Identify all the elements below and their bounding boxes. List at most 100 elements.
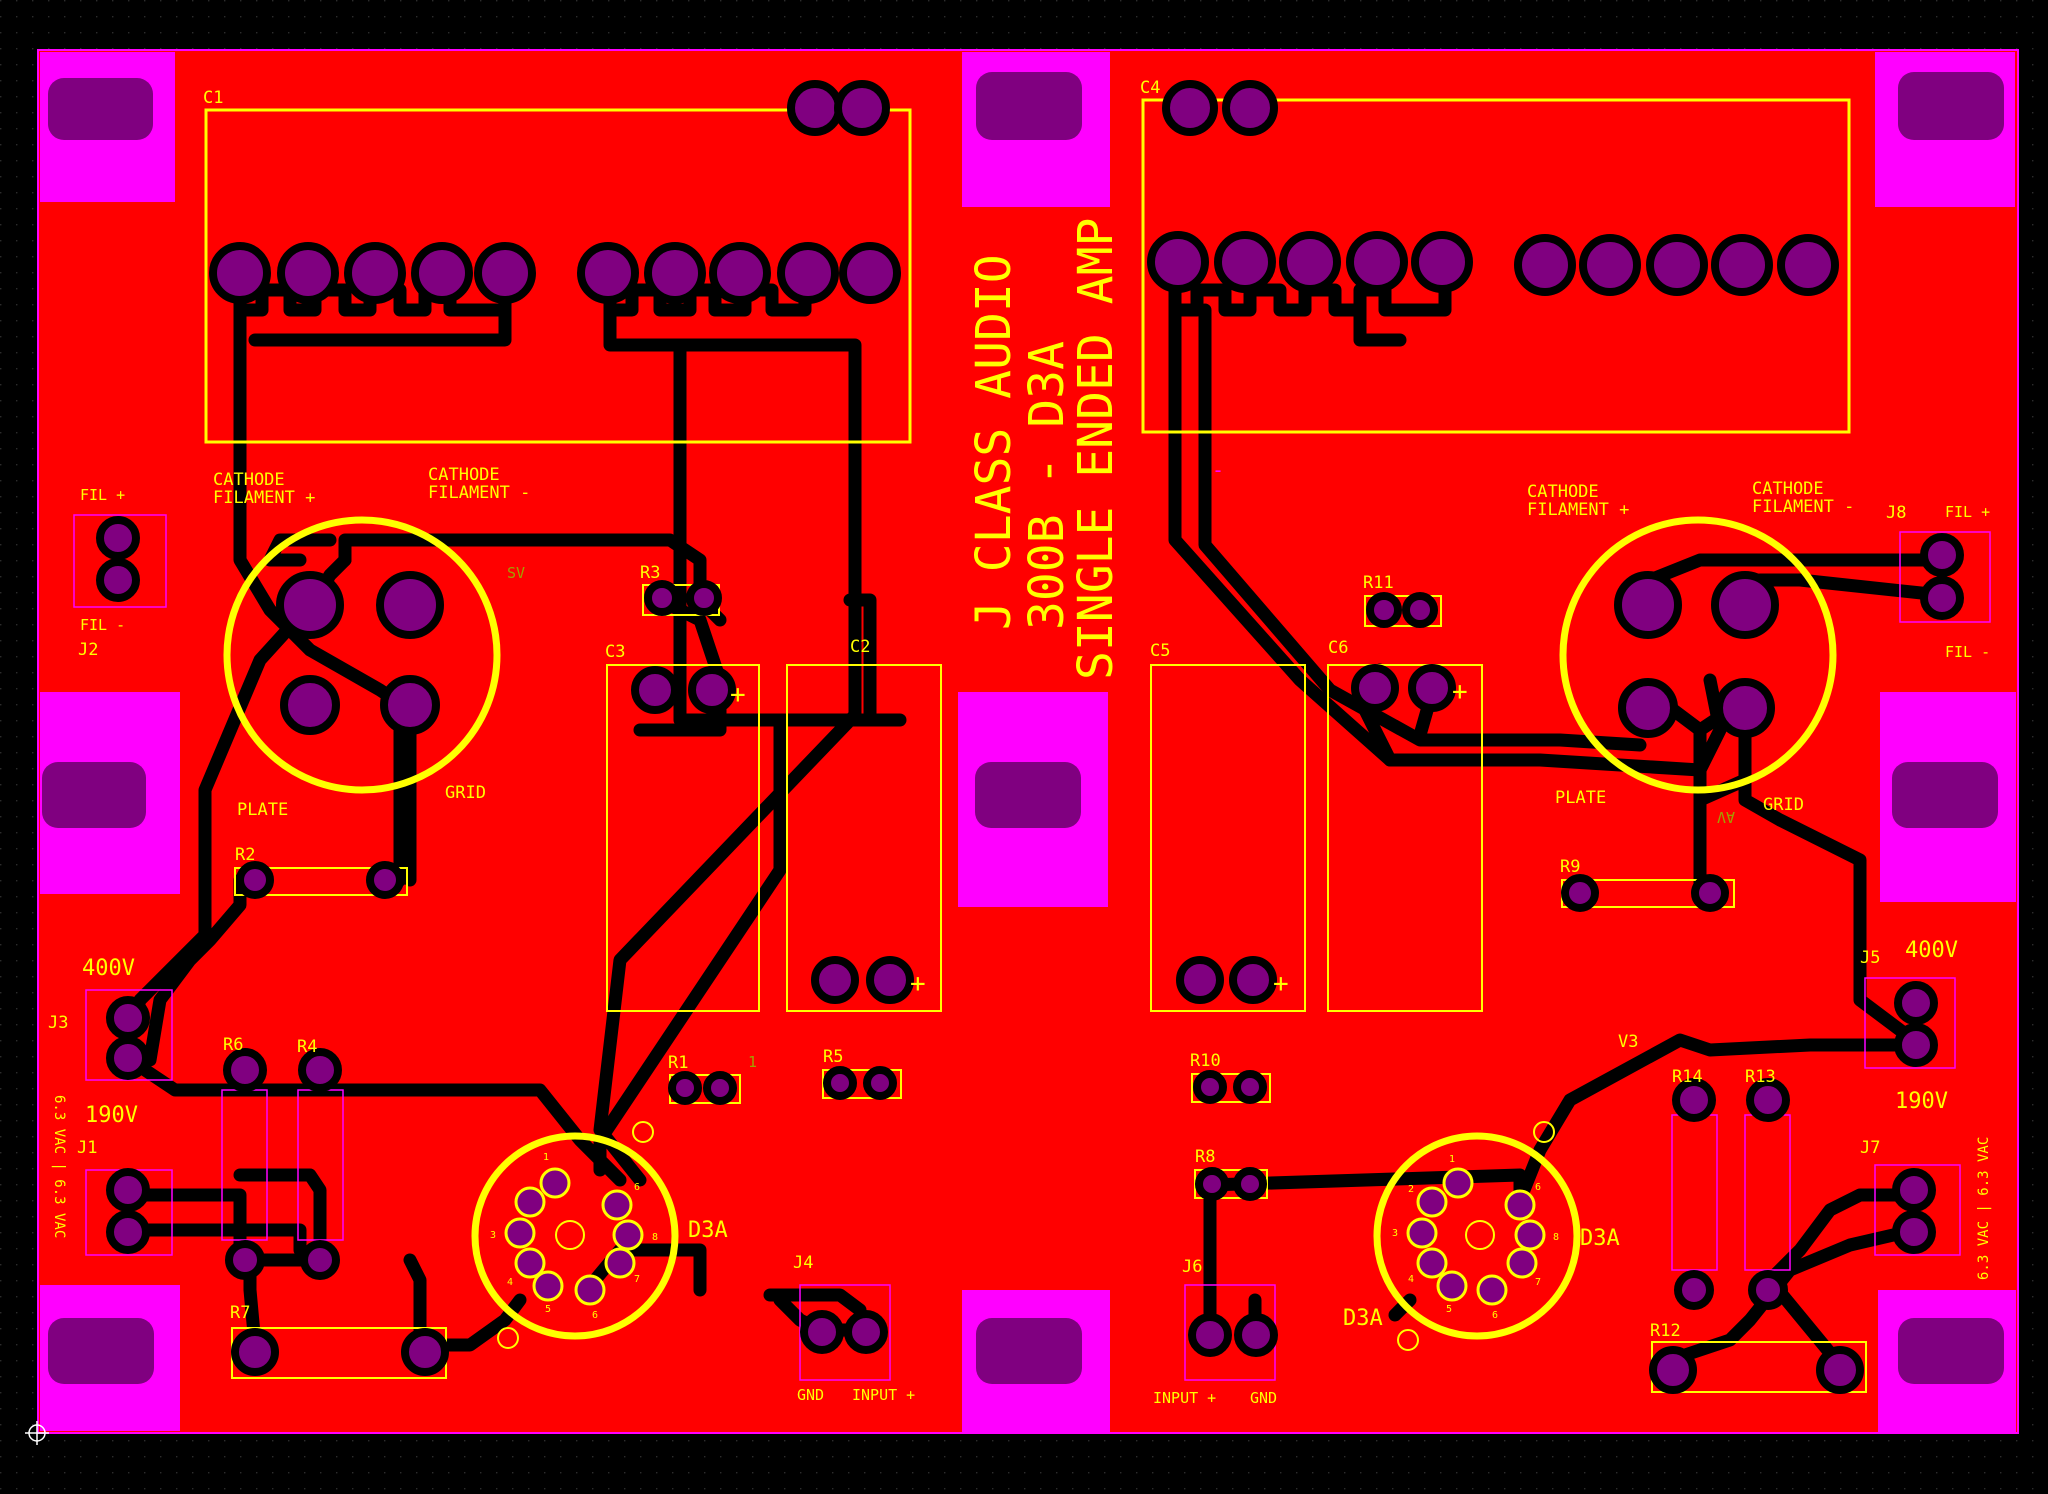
label-fil-minus-left: FIL - <box>80 616 125 634</box>
d3a-left-pin7: 7 <box>634 1274 640 1285</box>
label-fil-minus-right: FIL - <box>1945 643 1990 661</box>
label-r6: R6 <box>223 1035 243 1055</box>
label-vac-right: 6.3 VAC | 6.3 VAC <box>1976 1137 1992 1280</box>
tube-300b-left-outline <box>223 516 501 794</box>
label-input-plus-j4: INPUT + <box>852 1386 915 1404</box>
d3a-left-pin8: 8 <box>652 1232 658 1243</box>
label-cathode-filament-plus-r-l1: CATHODE <box>1527 482 1599 502</box>
label-c2: C2 <box>850 637 870 657</box>
label-cathode-filament-minus-r-l2: FILAMENT - <box>1752 497 1854 517</box>
label-r11: R11 <box>1363 573 1394 593</box>
label-gnd-j6: GND <box>1250 1389 1277 1407</box>
label-j8: J8 <box>1886 503 1906 523</box>
d3a-left-pin9: 6 <box>634 1182 640 1193</box>
title-line-2: 300B - D3A <box>1019 341 1075 630</box>
label-d3a-right-1: D3A <box>1580 1226 1620 1251</box>
tube-d3a-right-outline <box>1373 1132 1581 1340</box>
label-d3a-right-2: D3A <box>1343 1306 1383 1331</box>
label-400v-right: 400V <box>1905 938 1958 963</box>
d3a-left-pin5: 5 <box>545 1304 551 1315</box>
label-r13: R13 <box>1745 1067 1776 1087</box>
r10-outline <box>1191 1073 1271 1103</box>
d3a-right-pin5: 5 <box>1446 1304 1452 1315</box>
label-j1: J1 <box>77 1138 97 1158</box>
r5-outline <box>822 1069 902 1099</box>
label-plate-left: PLATE <box>237 800 288 820</box>
c6-outline <box>1327 664 1483 1012</box>
c5-outline <box>1150 664 1306 1012</box>
title-line-1: J CLASS AUDIO <box>966 254 1022 630</box>
label-j6: J6 <box>1182 1257 1202 1277</box>
label-cathode-filament-plus-r-l2: FILAMENT + <box>1527 500 1629 520</box>
label-v3: V3 <box>1618 1032 1638 1052</box>
label-r7: R7 <box>230 1303 250 1323</box>
mount-pad-holes <box>42 72 2004 1384</box>
label-gnd-j4: GND <box>797 1386 824 1404</box>
c1-outline <box>204 108 912 444</box>
polarity-c3: + <box>730 680 746 710</box>
label-grid-right: GRID <box>1763 795 1804 815</box>
d3a-right-pin1: 1 <box>1449 1154 1455 1165</box>
label-d3a-left: D3A <box>688 1218 728 1243</box>
label-c1: C1 <box>203 88 223 108</box>
label-vac-left: 6.3 VAC | 6.3 VAC <box>51 1095 67 1238</box>
label-cathode-filament-minus-l2: FILAMENT - <box>428 483 530 503</box>
label-grid-left: GRID <box>445 783 486 803</box>
c4-outline <box>1141 98 1851 434</box>
tube-d3a-left-outline <box>471 1132 679 1340</box>
label-r5: R5 <box>823 1047 843 1067</box>
label-r4: R4 <box>297 1037 317 1057</box>
label-plate-right: PLATE <box>1555 788 1606 808</box>
label-cathode-filament-plus-l1: CATHODE <box>213 470 285 490</box>
polarity-c5: + <box>1273 969 1289 999</box>
silkscreen-outlines <box>204 98 1867 1393</box>
d3a-right-pin9: 6 <box>1535 1182 1541 1193</box>
title-line-3: SINGLE ENDED AMP <box>1068 218 1124 680</box>
label-r2: R2 <box>235 845 255 865</box>
label-c4: C4 <box>1140 78 1160 98</box>
label-r12: R12 <box>1650 1321 1681 1341</box>
label-j3: J3 <box>48 1013 68 1033</box>
d3a-left-pin4: 4 <box>507 1277 513 1288</box>
label-j4: J4 <box>793 1253 813 1273</box>
r11-outline <box>1364 595 1442 627</box>
d3a-right-pin2: 2 <box>1408 1184 1414 1195</box>
polarity-c6: + <box>1452 677 1468 707</box>
label-190v-right: 190V <box>1895 1089 1948 1114</box>
d3a-left-pin6: 6 <box>592 1310 598 1321</box>
d3a-right-pin6: 6 <box>1492 1310 1498 1321</box>
label-400v-left: 400V <box>82 956 135 981</box>
polarity-c2: + <box>910 969 926 999</box>
label-sv: SV <box>507 564 525 582</box>
label-j5: J5 <box>1860 948 1880 968</box>
label-input-plus-j6: INPUT + <box>1153 1389 1216 1407</box>
minus-marker: - <box>1212 458 1224 482</box>
r2-outline <box>234 867 408 896</box>
d3a-left-pin1: 1 <box>543 1152 549 1163</box>
label-fil-plus-right: FIL + <box>1945 503 1990 521</box>
label-r1: R1 <box>668 1053 688 1073</box>
label-fil-plus-left: FIL + <box>80 486 125 504</box>
label-r14: R14 <box>1672 1067 1703 1087</box>
label-cathode-filament-minus-l1: CATHODE <box>428 465 500 485</box>
label-j7: J7 <box>1860 1138 1880 1158</box>
d3a-right-pin3: 3 <box>1392 1228 1398 1239</box>
label-c6: C6 <box>1328 638 1348 658</box>
origin-marker-icon <box>25 1421 49 1445</box>
label-c3: C3 <box>605 642 625 662</box>
d3a-right-pin7: 7 <box>1535 1277 1541 1288</box>
d3a-right-pins <box>1406 1167 1546 1306</box>
label-r10: R10 <box>1190 1051 1221 1071</box>
d3a-left-pins <box>504 1167 644 1306</box>
d3a-left-pin3: 3 <box>490 1230 496 1241</box>
label-cathode-filament-minus-r-l1: CATHODE <box>1752 479 1824 499</box>
tube-300b-right-outline <box>1559 516 1837 794</box>
label-av: AV <box>1717 808 1735 826</box>
label-j2: J2 <box>78 640 98 660</box>
c3-outline <box>606 664 760 1012</box>
label-r9: R9 <box>1560 857 1580 877</box>
c2-outline <box>786 664 942 1012</box>
d3a-right-pin4: 4 <box>1408 1274 1414 1285</box>
